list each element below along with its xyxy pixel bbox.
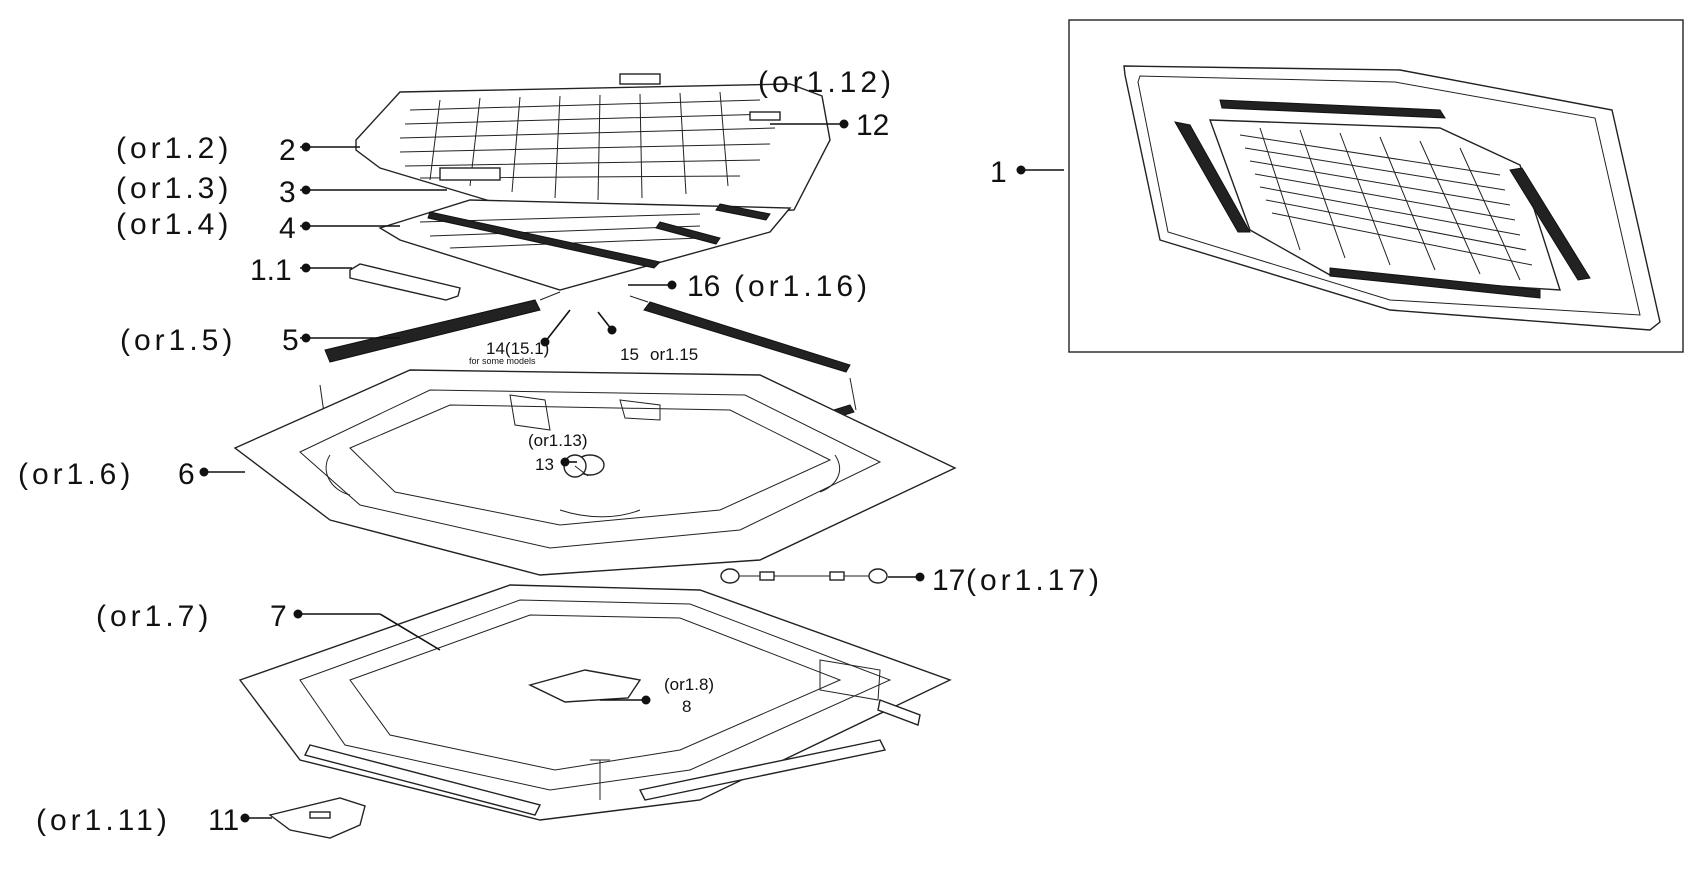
callout-17-alt: (or1.17) xyxy=(966,564,1103,597)
callout-12-number: 12 xyxy=(856,109,889,142)
callout-11-alt: (or1.11) xyxy=(36,804,171,837)
callout-1-1-number: 1.1 xyxy=(250,254,292,287)
callout-16-alt: (or1.16) xyxy=(734,270,871,303)
callout-6-number: 6 xyxy=(178,458,195,491)
callout-13-number: 13 xyxy=(535,455,554,474)
part-11-plate xyxy=(268,797,366,839)
callout-15-number: 15 xyxy=(620,345,639,364)
callout-7-alt: (or1.7) xyxy=(96,600,212,633)
callout-14-number: 14(15.1) xyxy=(486,339,549,358)
part-17-wire xyxy=(720,568,888,584)
callout-12-alt: (or1.12) xyxy=(758,66,895,99)
callout-5-alt: (or1.5) xyxy=(120,324,236,357)
callout-11-number: 11 xyxy=(208,804,239,837)
callout-dots xyxy=(199,119,925,823)
callout-16-number: 16 xyxy=(687,270,720,303)
part-7-frame xyxy=(238,584,952,821)
callout-3-alt: (or1.3) xyxy=(116,172,232,205)
callout-3-number: 3 xyxy=(279,176,296,209)
frame-rails xyxy=(303,699,921,816)
callout-17-number: 17 xyxy=(932,564,965,597)
callout-8-alt: (or1.8) xyxy=(664,675,714,694)
part-6-panel xyxy=(233,369,957,576)
part-2-grille xyxy=(355,73,831,223)
callout-2-alt: (or1.2) xyxy=(116,132,232,165)
callout-7-number: 7 xyxy=(270,600,287,633)
part-4-filter xyxy=(378,199,792,291)
callout-14-note: for some models xyxy=(469,356,536,366)
callout-4-number: 4 xyxy=(279,212,296,245)
callout-5-number: 5 xyxy=(282,324,299,357)
leader-lines xyxy=(208,123,920,819)
callout-13-alt: (or1.13) xyxy=(528,431,588,450)
assembled-unit-inset: 1 xyxy=(990,19,1684,353)
callout-1-number: 1 xyxy=(990,156,1007,189)
callout-8-number: 8 xyxy=(682,697,691,716)
callout-15-alt: or1.15 xyxy=(650,345,698,364)
part-1-1-bracket xyxy=(349,263,461,301)
callout-2-number: 2 xyxy=(279,134,296,167)
callout-4-alt: (or1.4) xyxy=(116,208,232,241)
callout-6-alt: (or1.6) xyxy=(18,458,134,491)
